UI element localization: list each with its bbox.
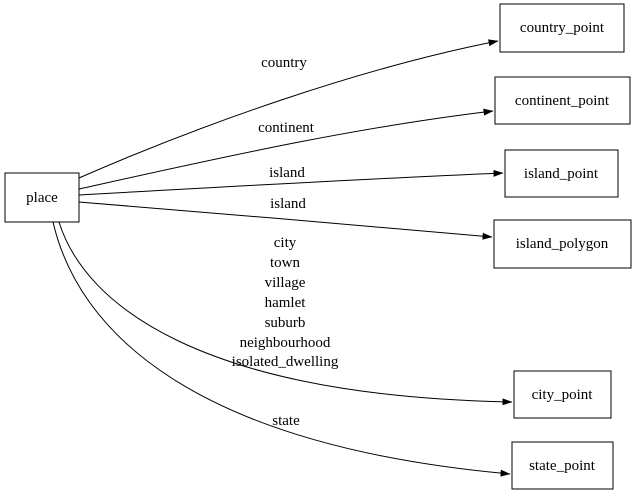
- node-island_point-box: [504, 149, 619, 198]
- edge-label-island-polygon: island: [270, 196, 306, 212]
- node-country_point-label: country_point: [520, 20, 605, 36]
- edge-label-town: town: [270, 255, 301, 271]
- node-group: place country_point continent_point isla…: [4, 3, 632, 490]
- edge-group: [52, 39, 513, 477]
- edge-label-village: village: [265, 275, 306, 291]
- node-continent_point-box: [494, 76, 631, 125]
- node-island_point-label: island_point: [524, 166, 599, 182]
- edge-label-country: country: [261, 55, 307, 71]
- node-island_point: island_point: [504, 149, 619, 198]
- node-country_point-box: [499, 3, 625, 53]
- edge-place-state_point: [52, 221, 511, 477]
- edge-label-city: city: [274, 235, 297, 251]
- node-island_polygon: island_polygon: [493, 219, 632, 269]
- node-place-label: place: [26, 190, 58, 206]
- node-place: place: [4, 172, 80, 223]
- edge-place-continent_point: [78, 108, 494, 190]
- node-state_point-box: [511, 441, 614, 490]
- node-continent_point: continent_point: [494, 76, 631, 125]
- node-city_point-label: city_point: [532, 387, 594, 403]
- edge-place-country_point: [78, 39, 499, 179]
- edge-place-island_polygon: [78, 201, 493, 240]
- edge-label-state: state: [272, 413, 300, 429]
- edge-label-suburb: suburb: [265, 315, 306, 331]
- node-state_point-label: state_point: [529, 458, 596, 474]
- node-city_point-box: [513, 370, 612, 419]
- edge-label-island-point: island: [269, 165, 305, 181]
- edge-label-group: country continent island island city tow…: [232, 55, 339, 429]
- node-city_point: city_point: [513, 370, 612, 419]
- edge-label-isolated-dwelling: isolated_dwelling: [232, 354, 339, 370]
- node-island_polygon-label: island_polygon: [516, 236, 609, 252]
- edge-label-continent: continent: [258, 120, 315, 136]
- node-place-box: [4, 172, 80, 223]
- edge-label-neighbourhood: neighbourhood: [240, 335, 331, 351]
- edge-place-city_point: [58, 221, 513, 406]
- node-country_point: country_point: [499, 3, 625, 53]
- node-state_point: state_point: [511, 441, 614, 490]
- edge-place-island_point: [78, 169, 504, 196]
- node-island_polygon-box: [493, 219, 632, 269]
- edge-label-hamlet: hamlet: [265, 295, 307, 311]
- node-continent_point-label: continent_point: [515, 93, 610, 109]
